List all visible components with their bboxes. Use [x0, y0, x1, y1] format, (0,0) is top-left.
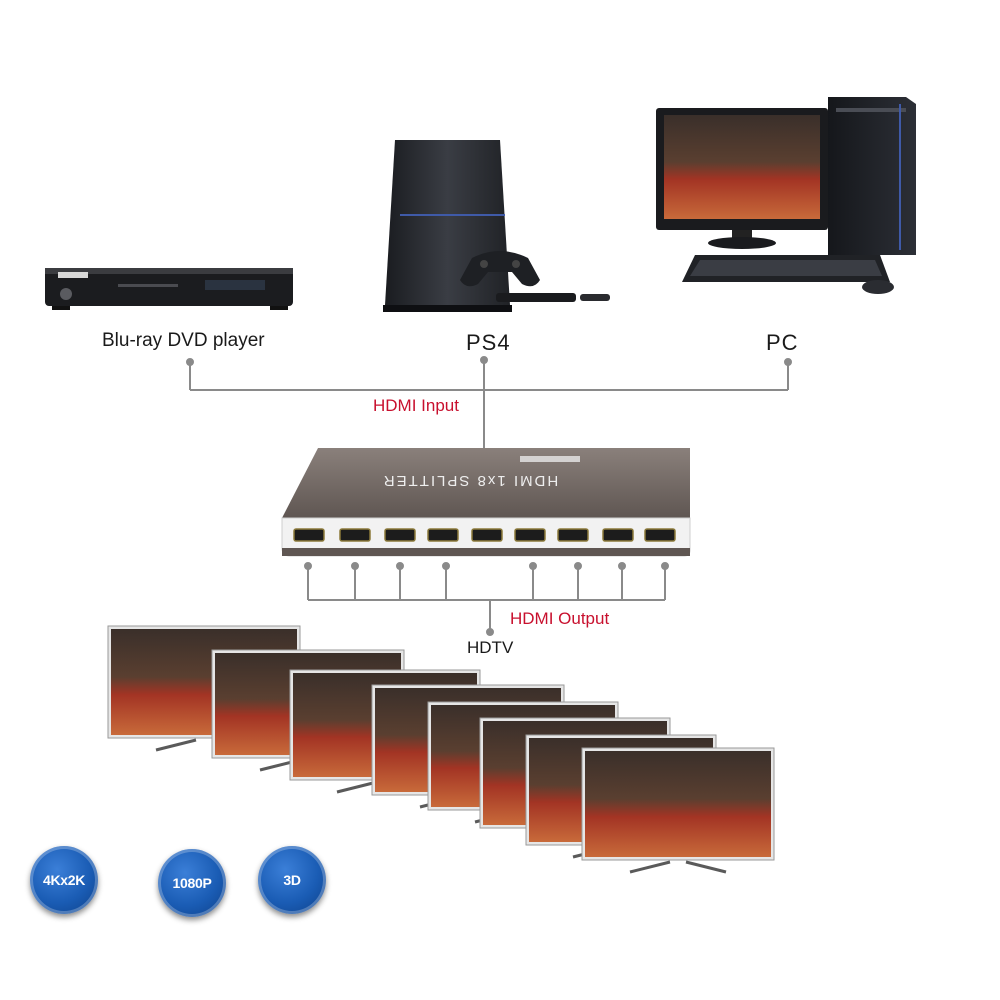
hdmi-output-port: [384, 528, 416, 542]
hdmi-input-label: HDMI Input: [373, 396, 459, 415]
hdtv-label: HDTV: [467, 638, 514, 657]
hdmi-output-port: [427, 528, 459, 542]
hdmi-output-label: HDMI Output: [510, 609, 610, 628]
hdmi-output-port: [602, 528, 634, 542]
desktop-pc-icon: [656, 97, 916, 294]
hdmi-splitter-device: HDMI 1x8 SPLITTER: [281, 448, 691, 557]
bluray-label: Blu-ray DVD player: [102, 330, 265, 351]
ps4-console-icon: [383, 140, 610, 312]
hdmi-output-port: [339, 528, 371, 542]
hdmi-output-port: [644, 528, 676, 542]
hdtv-group: [107, 625, 775, 874]
splitter-ports: [293, 528, 676, 542]
ps4-label: PS4: [466, 330, 511, 355]
badge-3d: 3D: [258, 846, 326, 914]
hdtv-icon: [581, 747, 775, 874]
badge-4k: 4Kx2K: [30, 846, 98, 914]
hdmi-output-port: [514, 528, 546, 542]
hdmi-input-port: [471, 528, 503, 542]
pc-label: PC: [766, 330, 799, 355]
bluray-player-icon: [45, 268, 293, 310]
badge-1080p: 1080P: [158, 849, 226, 917]
hdmi-output-port: [557, 528, 589, 542]
splitter-title: HDMI 1x8 SPLITTER: [382, 472, 559, 489]
hdmi-output-lines: [304, 562, 669, 636]
hdmi-output-port: [293, 528, 325, 542]
